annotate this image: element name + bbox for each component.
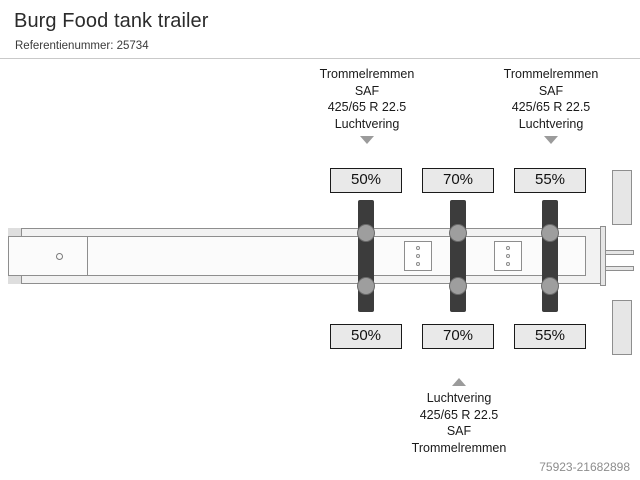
rear-frame-upper bbox=[612, 170, 632, 225]
wheel-hub-1-top bbox=[357, 224, 375, 242]
wheel-hub-3-top bbox=[541, 224, 559, 242]
kingpin-plate bbox=[36, 236, 88, 276]
watermark-text: 75923-21682898 bbox=[539, 460, 630, 474]
annotation-bottom-line4: Trommelremmen bbox=[411, 440, 507, 455]
reference-number: Referentienummer: 25734 bbox=[15, 40, 149, 52]
axle-bar-2 bbox=[450, 200, 466, 312]
wheel-hub-2-top bbox=[449, 224, 467, 242]
annotation-top-left-line2: SAF bbox=[354, 83, 380, 98]
axle-load-top-1: 50% bbox=[330, 168, 402, 193]
annotation-top-left: Trommelremmen SAF 425/65 R 22.5 Luchtver… bbox=[302, 66, 432, 132]
annotation-bottom-line1: Luchtvering bbox=[426, 391, 492, 405]
annotation-top-left-line1: Trommelremmen bbox=[319, 67, 415, 81]
trailer-chassis-inner-frame bbox=[8, 236, 586, 276]
annotation-bottom-line3: SAF bbox=[446, 424, 472, 438]
wheel-hub-3-bottom bbox=[541, 277, 559, 295]
annotation-top-right-line4: Luchtvering bbox=[518, 116, 584, 131]
annotation-top-right: Trommelremmen SAF 425/65 R 22.5 Luchtver… bbox=[486, 66, 616, 132]
rear-vertical-post bbox=[600, 226, 606, 286]
axle-load-bottom-3: 55% bbox=[514, 324, 586, 349]
arrow-up-icon bbox=[452, 378, 466, 386]
page-title: Burg Food tank trailer bbox=[14, 10, 209, 32]
arrow-down-right-icon bbox=[544, 136, 558, 144]
axle-load-bottom-2: 70% bbox=[422, 324, 494, 349]
annotation-top-right-line1: Trommelremmen bbox=[503, 67, 599, 81]
header-divider bbox=[0, 58, 640, 59]
axle-load-top-2: 70% bbox=[422, 168, 494, 193]
kingpin-circle-icon bbox=[56, 253, 63, 260]
rear-frame-lower bbox=[612, 300, 632, 355]
annotation-bottom: Luchtvering 425/65 R 22.5 SAF Trommelrem… bbox=[394, 390, 524, 456]
annotation-top-left-line3: 425/65 R 22.5 bbox=[327, 100, 407, 114]
suspension-dots-1 bbox=[405, 241, 431, 281]
wheel-hub-1-bottom bbox=[357, 277, 375, 295]
annotation-bottom-line2: 425/65 R 22.5 bbox=[419, 407, 499, 422]
annotation-top-right-line2: SAF bbox=[538, 83, 564, 98]
annotation-top-left-line4: Luchtvering bbox=[334, 116, 400, 131]
axle-bar-3 bbox=[542, 200, 558, 312]
annotation-top-right-line3: 425/65 R 22.5 bbox=[511, 100, 591, 114]
axle-load-bottom-1: 50% bbox=[330, 324, 402, 349]
arrow-down-left-icon bbox=[360, 136, 374, 144]
axle-load-top-3: 55% bbox=[514, 168, 586, 193]
axle-bar-1 bbox=[358, 200, 374, 312]
suspension-dots-2 bbox=[495, 241, 521, 281]
wheel-hub-2-bottom bbox=[449, 277, 467, 295]
